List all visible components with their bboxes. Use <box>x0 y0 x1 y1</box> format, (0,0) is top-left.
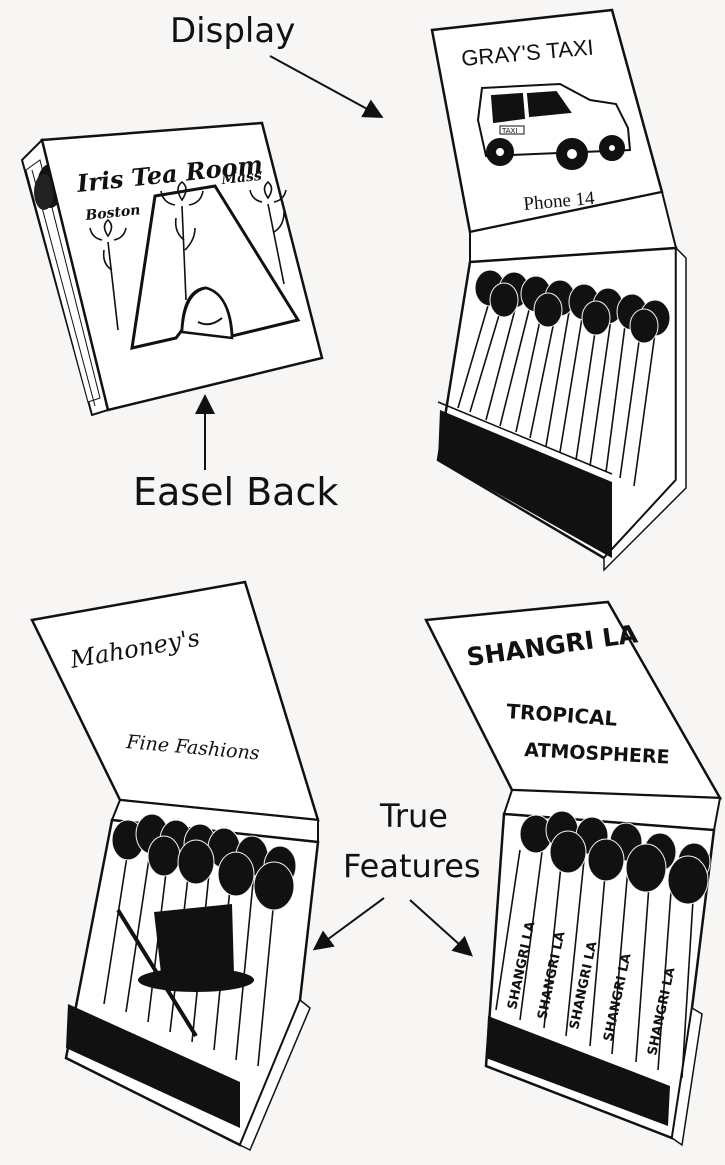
iris-city: Boston <box>84 202 141 224</box>
matchbook-mahoneys: Mahoney's Fine Fashions <box>30 580 320 1152</box>
iris-flower-icon <box>160 180 204 301</box>
easel-back-callout: Easel Back <box>133 470 339 514</box>
true-features-arrow-right <box>409 899 473 957</box>
matchbook-grays-taxi: TAXI GRAY'S TAXI Phone 14 <box>430 8 687 572</box>
iris-state: Mass <box>220 168 263 188</box>
match-heads <box>519 810 711 905</box>
taxi-sign: TAXI <box>501 127 517 135</box>
top-hat-icon <box>116 904 254 1038</box>
true-features-callout-line1: True <box>380 797 448 835</box>
match-heads <box>474 269 671 344</box>
true-features-arrow-left <box>312 897 385 951</box>
display-callout: Display <box>170 11 296 51</box>
taxi-car-icon: TAXI <box>476 82 632 170</box>
mahoney-lid <box>30 580 320 822</box>
matchbook-shangri-la: SHANGRI LA SHANGRI LA SHANGRI LA SHANGRI… <box>424 600 723 1147</box>
match-sticks <box>457 291 657 487</box>
striker-strip <box>486 1016 670 1126</box>
striker-strip <box>66 1004 240 1128</box>
match-sticks <box>495 849 695 1079</box>
iris-flower-icon <box>249 180 287 285</box>
matchbook-iris-tea-room: Iris Tea Room Boston Mass <box>20 121 324 417</box>
display-arrow <box>269 55 384 118</box>
true-features-callout-line2: Features <box>343 847 481 885</box>
striker-strip <box>438 410 612 558</box>
match-heads <box>111 813 297 911</box>
iris-flower-icon <box>89 218 127 331</box>
